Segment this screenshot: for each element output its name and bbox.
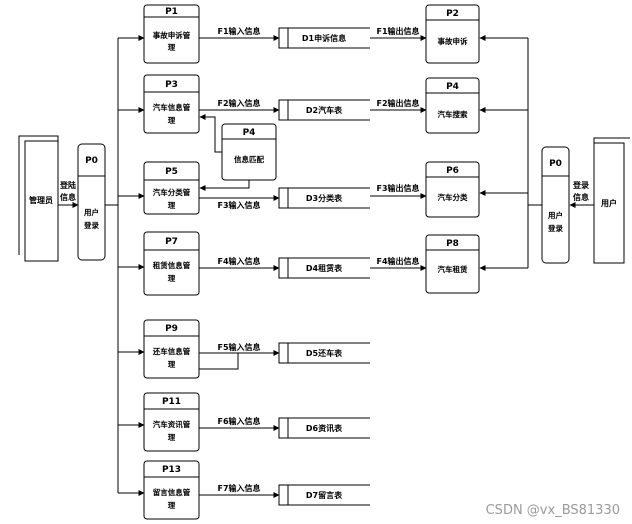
process-p1-name-1: 事故申诉管 [153,30,191,40]
store-d7-name: D7留言表 [306,490,343,500]
admin-login-id: P0 [85,156,98,166]
flow-f4-out-label: F4输出信息 [376,256,419,266]
match-process-id: P4 [243,128,256,138]
process-p13-name-1: 留言信息管 [153,487,191,497]
user-process-p6-id: P6 [446,166,459,176]
process-p11-id: P11 [162,397,181,407]
match-process-name: 信息匹配 [234,154,264,164]
user-process-p8: P8 汽车租赁 [425,234,480,294]
user-process-p2: P2 事故申诉 [425,4,480,64]
user-entity: 用户 [593,137,630,264]
flow-f2-out-label: F2输出信息 [376,98,419,108]
process-p9-name-1: 还车信息管 [152,346,191,356]
process-p11-name-2: 理 [168,433,176,442]
process-p7: P7 租赁信息管 理 [143,231,200,296]
watermark-text: CSDN @vx_BS81330 [486,503,620,518]
process-p1: P1 事故申诉管 理 [143,4,200,64]
process-p11: P11 汽车资讯管 理 [143,392,200,452]
flow-f4-in-label: F4输入信息 [217,256,260,266]
admin-label: 管理员 [29,195,53,205]
process-p5: P5 汽车分类管 理 [143,161,200,215]
process-p1-name-2: 理 [168,43,176,52]
user-login-label-2: 信息 [573,192,589,202]
flow-f1-in-label: F1输入信息 [217,26,260,36]
admin-login-process: P0 用户 登录 [77,143,106,261]
store-d5: D5还车表 [278,342,370,364]
process-p13-name-2: 理 [168,501,176,510]
store-d6-name: D6资讯表 [306,423,343,433]
flow-f5-loop [199,353,239,370]
process-p7-name-1: 租赁信息管 [153,260,191,270]
match-to-p3-flow [199,114,222,153]
admin-login-label-1: 登陆 [59,180,76,190]
user-process-p4-id: P4 [446,82,459,92]
flow-f6-in-label: F6输入信息 [217,416,260,426]
process-p1-id: P1 [165,7,178,17]
process-p5-id: P5 [165,167,178,177]
admin-login-label-2: 信息 [60,192,76,202]
user-process-p8-name: 汽车租赁 [438,264,468,274]
flow-f7-in-label: F7输入信息 [217,483,260,493]
match-process: P4 信息匹配 [221,123,277,181]
user-process-p6-name: 汽车分类 [438,192,468,202]
process-p3-name-2: 理 [168,116,176,125]
user-login-label-1: 登录 [572,180,589,190]
admin-login-name-1: 用户 [84,207,99,217]
admin-entity: 管理员 [18,135,59,262]
user-process-p4: P4 汽车搜索 [425,77,480,134]
user-login-process: P0 用户 登录 [541,146,570,264]
user-process-p8-id: P8 [446,239,459,249]
admin-login-name-2: 登录 [83,220,99,230]
flow-f2-in-label: F2输入信息 [217,98,260,108]
store-d1-name: D1申诉信息 [302,33,346,43]
match-to-p5-flow [199,180,250,191]
flow-f3-out-label: F3输出信息 [376,183,419,193]
process-p11-name-1: 汽车资讯管 [153,419,191,429]
process-p9-id: P9 [165,324,178,334]
flow-f1-out-label: F1输出信息 [376,26,419,36]
user-process-p2-id: P2 [446,9,459,19]
process-p3: P3 汽车信息管 理 [143,74,200,134]
process-p3-name-1: 汽车信息管 [153,102,191,112]
user-login-name-2: 登录 [547,223,563,233]
store-d3-name: D3分类表 [306,193,343,203]
flow-f5-in-label: F5输入信息 [217,342,260,352]
store-d7: D7留言表 [278,484,370,506]
process-p7-id: P7 [165,237,178,247]
user-login-name-1: 用户 [548,210,563,220]
user-process-p6: P6 汽车分类 [425,161,480,218]
store-d2-name: D2汽车表 [306,105,343,115]
store-d1: D1申诉信息 [278,27,370,49]
user-process-p4-name: 汽车搜索 [438,109,468,119]
user-process-p2-name: 事故申诉 [438,36,468,46]
process-p9-name-2: 理 [168,360,176,369]
store-d2: D2汽车表 [278,99,370,121]
store-d4: D4租赁表 [278,257,370,279]
store-d4-name: D4租赁表 [306,263,343,273]
flow-f3-in-label: F3输入信息 [217,200,260,210]
process-p7-name-2: 理 [168,274,176,283]
process-p13-id: P13 [162,465,181,475]
process-p9: P9 还车信息管 理 [143,319,200,379]
store-d5-name: D5还车表 [306,348,343,358]
process-p5-name-1: 汽车分类管 [153,187,191,197]
process-p13: P13 留言信息管 理 [143,460,200,520]
process-p5-name-2: 理 [168,201,176,210]
store-d3: D3分类表 [278,187,370,209]
user-label: 用户 [600,198,617,208]
process-p3-id: P3 [165,80,178,90]
user-login-id: P0 [549,159,562,169]
store-d6: D6资讯表 [278,417,370,439]
